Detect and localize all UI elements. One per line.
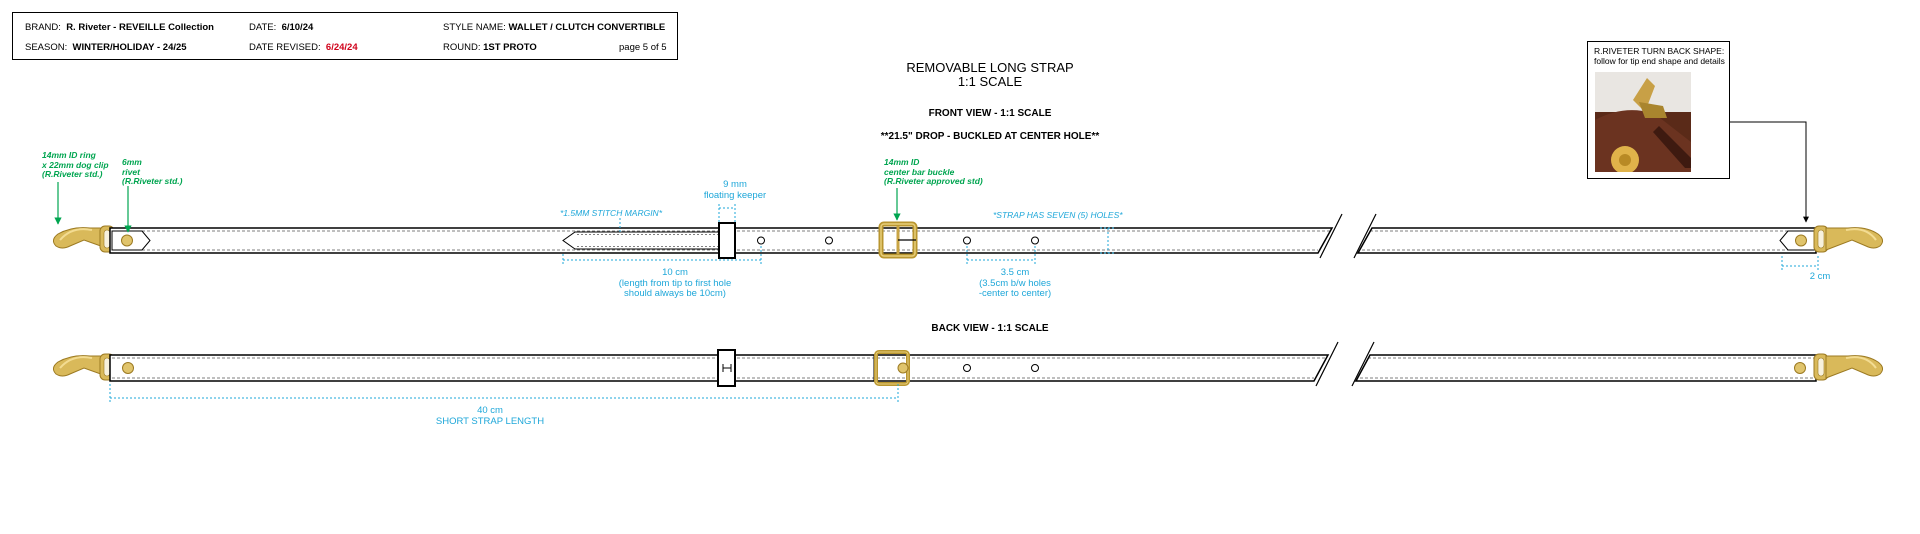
- buckle-line-3: (R.Riveter approved std): [884, 176, 983, 186]
- style-value: WALLET / CLUTCH CONVERTIBLE: [508, 22, 666, 33]
- season-value: WINTER/HOLIDAY - 24/25: [72, 42, 187, 53]
- hole-spacing-size: 3.5 cm: [1000, 267, 1030, 278]
- turn-back-photo: [1595, 72, 1691, 172]
- buckle-callout: 14mm ID center bar buckle (R.Riveter app…: [884, 157, 983, 187]
- dog-clip-callout: 14mm ID ring x 22mm dog clip (R.Riveter …: [42, 150, 109, 180]
- dog-clip-line-1: 14mm ID ring: [42, 150, 96, 160]
- right-dog-clip: [1813, 225, 1884, 253]
- date-label: DATE:: [249, 22, 277, 33]
- short-strap-label: SHORT STRAP LENGTH: [435, 415, 545, 427]
- tip-to-hole-note-1: (length from tip to first hole: [618, 277, 732, 289]
- keeper-dimension: 9 mm floating keeper: [690, 179, 780, 201]
- date-revised-value: 6/24/24: [325, 42, 358, 53]
- back-left-dog-clip: [52, 353, 115, 381]
- season-field: SEASON: WINTER/HOLIDAY - 24/25: [25, 42, 187, 53]
- date-revised-field: DATE REVISED: 6/24/24: [249, 42, 358, 53]
- page-title: REMOVABLE LONG STRAP 1:1 SCALE: [860, 61, 1120, 89]
- seven-holes-note: *STRAP HAS SEVEN (5) HOLES*: [993, 210, 1123, 220]
- short-strap-size: 40 cm: [477, 405, 503, 416]
- brand-field: BRAND: R. Riveter - REVEILLE Collection: [25, 22, 214, 33]
- left-dog-clip: [52, 225, 115, 253]
- rivet-line-3: (R.Riveter std.): [122, 176, 183, 186]
- page-number: page 5 of 5: [619, 42, 667, 53]
- hole-spacing-note-2: -center to center): [978, 288, 1052, 299]
- rivet-line-1: 6mm: [122, 157, 142, 167]
- buckle-line-2: center bar buckle: [884, 166, 955, 177]
- dimension-lines: [109, 204, 1819, 404]
- dog-clip-line-2: x 22mm dog clip: [42, 159, 109, 170]
- brand-label: BRAND:: [25, 22, 61, 33]
- front-view-heading: FRONT VIEW - 1:1 SCALE: [928, 108, 1052, 119]
- round-label: ROUND:: [443, 42, 481, 53]
- keeper-size: 9 mm: [723, 179, 747, 190]
- title-line-2: 1:1 SCALE: [957, 74, 1023, 89]
- center-bar-buckle: [878, 221, 918, 259]
- dog-clip-line-3: (R.Riveter std.): [42, 169, 103, 179]
- style-label: STYLE NAME:: [443, 22, 506, 33]
- inset-leader-arrow: [1730, 121, 1809, 223]
- turn-back-shape-note: R.RIVETER TURN BACK SHAPE: follow for ti…: [1594, 46, 1725, 66]
- season-label: SEASON:: [25, 42, 68, 53]
- back-view-strap: [52, 341, 1884, 387]
- date-revised-label: DATE REVISED:: [249, 42, 321, 53]
- keeper-label: floating keeper: [703, 189, 767, 201]
- drop-note: **21.5" DROP - BUCKLED AT CENTER HOLE**: [880, 131, 1100, 142]
- back-right-dog-clip: [1813, 353, 1884, 381]
- front-view-strap: [52, 213, 1884, 259]
- turn-back-note-line-2: follow for tip end shape and details: [1594, 56, 1725, 66]
- rivet-line-2: rivet: [122, 166, 140, 177]
- spec-header: BRAND: R. Riveter - REVEILLE Collection …: [12, 12, 678, 60]
- short-strap-dimension: 40 cm SHORT STRAP LENGTH: [420, 405, 560, 427]
- buckle-line-1: 14mm ID: [884, 157, 920, 167]
- style-field: STYLE NAME: WALLET / CLUTCH CONVERTIBLE: [443, 22, 665, 33]
- date-field: DATE: 6/10/24: [249, 22, 313, 33]
- round-value: 1ST PROTO: [483, 42, 537, 53]
- hole-spacing-dimension: 3.5 cm (3.5cm b/w holes -center to cente…: [960, 267, 1070, 300]
- end-length-dimension: 2 cm: [1809, 271, 1831, 282]
- brand-value: R. Riveter - REVEILLE Collection: [66, 22, 214, 33]
- round-field: ROUND: 1ST PROTO: [443, 42, 537, 53]
- date-value: 6/10/24: [281, 22, 314, 33]
- rivet-callout: 6mm rivet (R.Riveter std.): [122, 157, 183, 187]
- back-view-heading: BACK VIEW - 1:1 SCALE: [931, 323, 1049, 334]
- tip-to-hole-dimension: 10 cm (length from tip to first hole sho…: [580, 267, 770, 300]
- turn-back-note-line-1: R.RIVETER TURN BACK SHAPE:: [1594, 46, 1725, 56]
- title-line-1: REMOVABLE LONG STRAP: [906, 60, 1074, 75]
- tip-to-hole-size: 10 cm: [662, 267, 688, 278]
- turn-back-shape-reference: R.RIVETER TURN BACK SHAPE: follow for ti…: [1587, 41, 1730, 179]
- tip-to-hole-note-2: should always be 10cm): [624, 288, 726, 299]
- stitch-margin-note: *1.5MM STITCH MARGIN*: [560, 208, 663, 218]
- hole-spacing-note-1: (3.5cm b/w holes: [979, 277, 1051, 289]
